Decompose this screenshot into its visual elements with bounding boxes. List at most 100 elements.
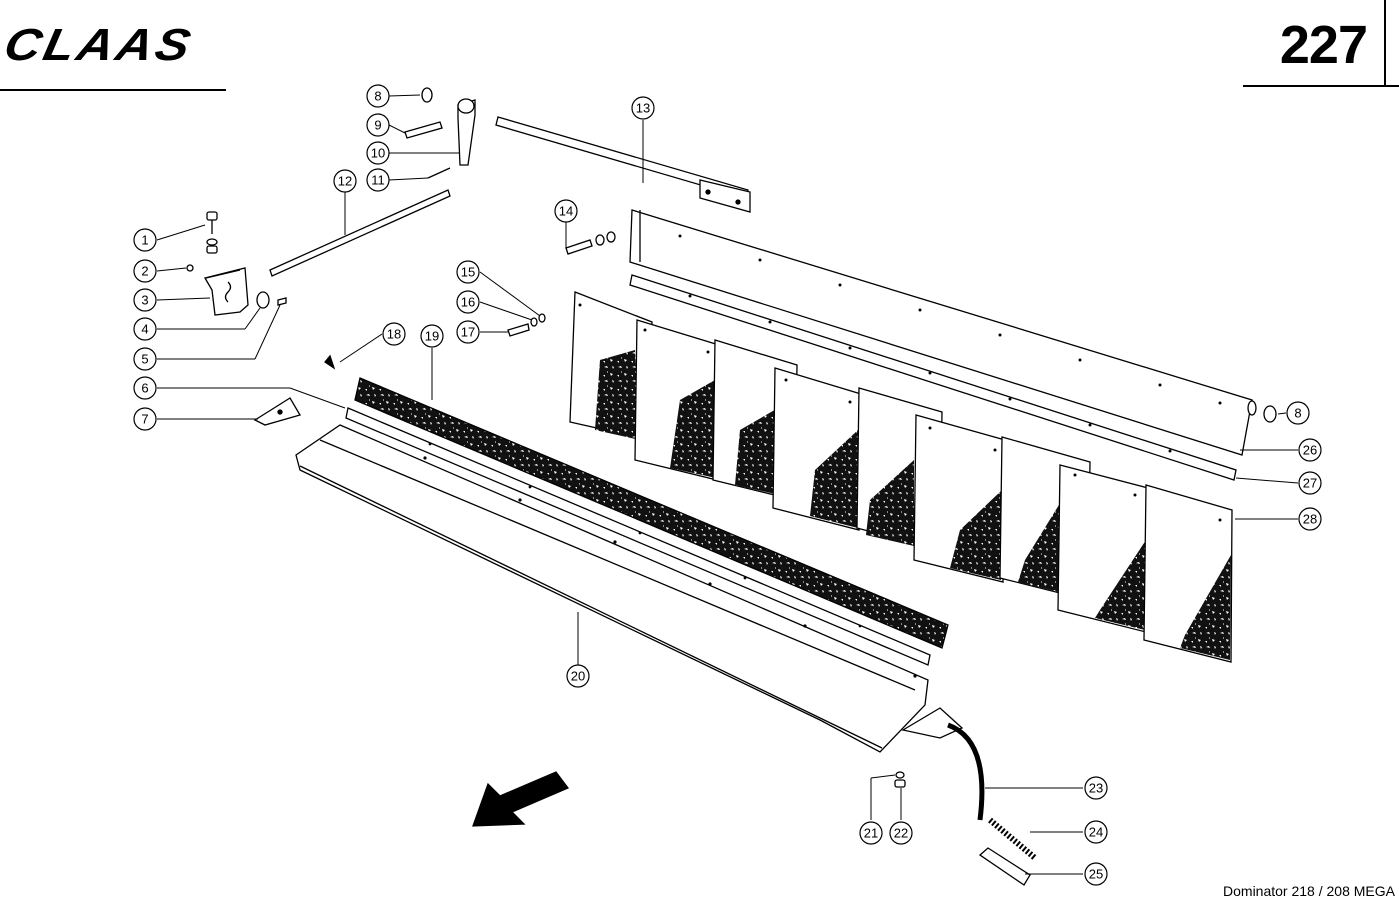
callout-circle	[420, 324, 444, 348]
part-washer-16	[530, 317, 538, 327]
callout-23: 23	[1084, 776, 1108, 800]
callout-24: 24	[1084, 820, 1108, 844]
callout-number: 27	[1303, 476, 1317, 491]
callout-number: 5	[141, 352, 148, 367]
callout-4: 4	[133, 317, 157, 341]
callout-28: 28	[1298, 507, 1322, 531]
callout-15: 15	[456, 260, 480, 284]
part-mounting-bracket	[204, 267, 249, 316]
callout-number: 24	[1089, 825, 1103, 840]
callout-number: 11	[371, 173, 385, 188]
part-upper-bar	[629, 209, 1257, 456]
callout-number: 3	[141, 293, 148, 308]
callout-circle	[1298, 507, 1322, 531]
callout-number: 12	[338, 174, 352, 189]
callout-11: 11	[366, 168, 390, 192]
callout-circle	[133, 376, 157, 400]
callout-16: 16	[456, 290, 480, 314]
part-chain-rod	[269, 189, 451, 277]
callout-9: 9	[366, 113, 390, 137]
part-nut	[206, 245, 218, 254]
part-flap-panels	[569, 291, 1233, 663]
callout-7: 7	[133, 407, 157, 431]
callout-number: 7	[141, 412, 148, 427]
part-spring	[988, 817, 1037, 861]
callout-circle	[366, 141, 390, 165]
part-nut-22	[894, 779, 906, 788]
callout-circle	[456, 260, 480, 284]
callout-26: 26	[1298, 438, 1322, 462]
callout-circle	[631, 96, 655, 120]
callout-21: 21	[859, 821, 883, 845]
part-bolt	[206, 211, 218, 234]
callout-circle	[133, 259, 157, 283]
callout-circle	[366, 168, 390, 192]
callout-circle	[133, 288, 157, 312]
callout-8: 8	[366, 84, 390, 108]
callout-circle	[456, 290, 480, 314]
callout-circle	[456, 320, 480, 344]
part-washer	[206, 238, 218, 246]
callout-circle	[333, 169, 357, 193]
part-link-bolt	[404, 121, 443, 139]
part-ring-right	[1263, 405, 1277, 423]
leader-lines	[156, 94, 1299, 875]
part-washer-21	[895, 771, 905, 779]
callout-8: 8	[1286, 401, 1310, 425]
callout-number: 14	[559, 204, 573, 219]
callout-1: 1	[133, 228, 157, 252]
callout-5: 5	[133, 347, 157, 371]
callout-circle	[566, 664, 590, 688]
part-rivet	[324, 354, 336, 370]
callout-number: 17	[461, 325, 475, 340]
callout-number: 28	[1303, 512, 1317, 527]
callout-22: 22	[889, 821, 913, 845]
callout-number: 13	[636, 101, 650, 116]
callout-circle	[366, 113, 390, 137]
callout-27: 27	[1298, 471, 1322, 495]
callout-19: 19	[420, 324, 444, 348]
part-round-plate	[256, 291, 270, 309]
callout-circle	[1298, 471, 1322, 495]
callout-14: 14	[554, 199, 578, 223]
callout-number: 21	[864, 826, 878, 841]
callout-number: 10	[371, 146, 385, 161]
part-small-nut	[186, 264, 194, 272]
part-rubber-flap-strip	[354, 377, 949, 649]
callout-circle	[133, 347, 157, 371]
callout-circle	[133, 317, 157, 341]
part-side-bracket	[901, 707, 985, 821]
callout-6: 6	[133, 376, 157, 400]
callout-circle	[859, 821, 883, 845]
callout-3: 3	[133, 288, 157, 312]
callout-number: 25	[1089, 867, 1103, 882]
callout-circle	[1298, 438, 1322, 462]
callout-17: 17	[456, 320, 480, 344]
page-number: 227	[1279, 15, 1368, 75]
callout-number: 8	[374, 89, 381, 104]
callout-number: 16	[461, 295, 475, 310]
callout-25: 25	[1084, 862, 1108, 886]
callout-number: 18	[387, 327, 401, 342]
callout-number: 1	[141, 233, 148, 248]
part-nut-15	[538, 313, 546, 323]
callout-number: 8	[1294, 406, 1301, 421]
callout-20: 20	[566, 664, 590, 688]
part-ring-small	[421, 87, 433, 103]
part-pin	[277, 297, 287, 306]
callout-number: 20	[571, 669, 585, 684]
callout-12: 12	[333, 169, 357, 193]
callout-circle	[1286, 401, 1310, 425]
part-strap-plate	[978, 847, 1031, 886]
callout-number: 22	[894, 826, 908, 841]
part-bolt-14	[565, 231, 616, 255]
callout-18: 18	[382, 322, 406, 346]
callout-circle	[554, 199, 578, 223]
model-caption: Dominator 218 / 208 MEGA	[1223, 883, 1395, 899]
callout-circle	[366, 84, 390, 108]
callout-circle	[889, 821, 913, 845]
part-middle-strip	[629, 274, 1237, 481]
callout-number: 4	[141, 322, 148, 337]
